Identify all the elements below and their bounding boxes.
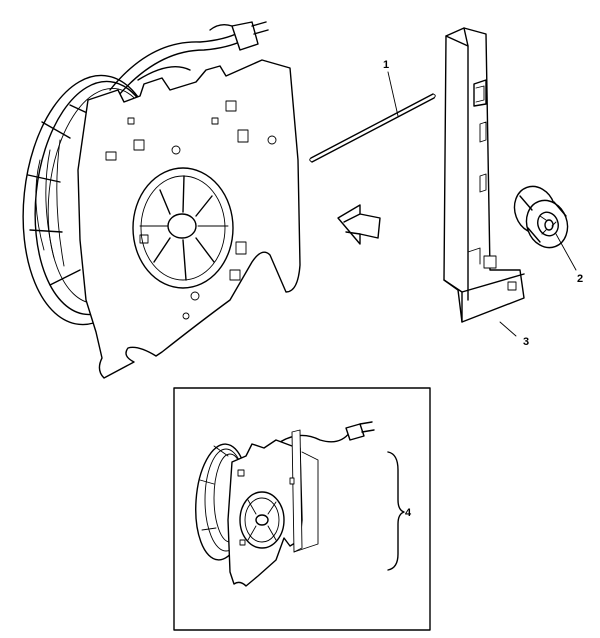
cord-reel-drum [22,74,162,326]
inset-cord [279,431,351,443]
plate-clips [105,100,277,320]
mounting-plate [77,59,301,379]
power-cord-plug [109,21,269,97]
part-2-roller [513,185,577,271]
cord-reel-assembly [22,21,301,379]
callout-4-brace [387,451,405,571]
inset-assembled-view [173,387,431,631]
assembly-direction-arrow [337,204,381,245]
callout-4: 4 [405,507,412,519]
inset-mounting-plate [227,439,303,587]
part-1-rod [309,71,436,163]
part-3-bracket [443,27,525,337]
inset-plug [345,423,365,441]
reel-hub [132,167,234,289]
callout-1: 1 [383,59,389,71]
inset-bracket [291,429,303,553]
callout-3: 3 [523,336,529,348]
callout-2: 2 [577,273,583,285]
